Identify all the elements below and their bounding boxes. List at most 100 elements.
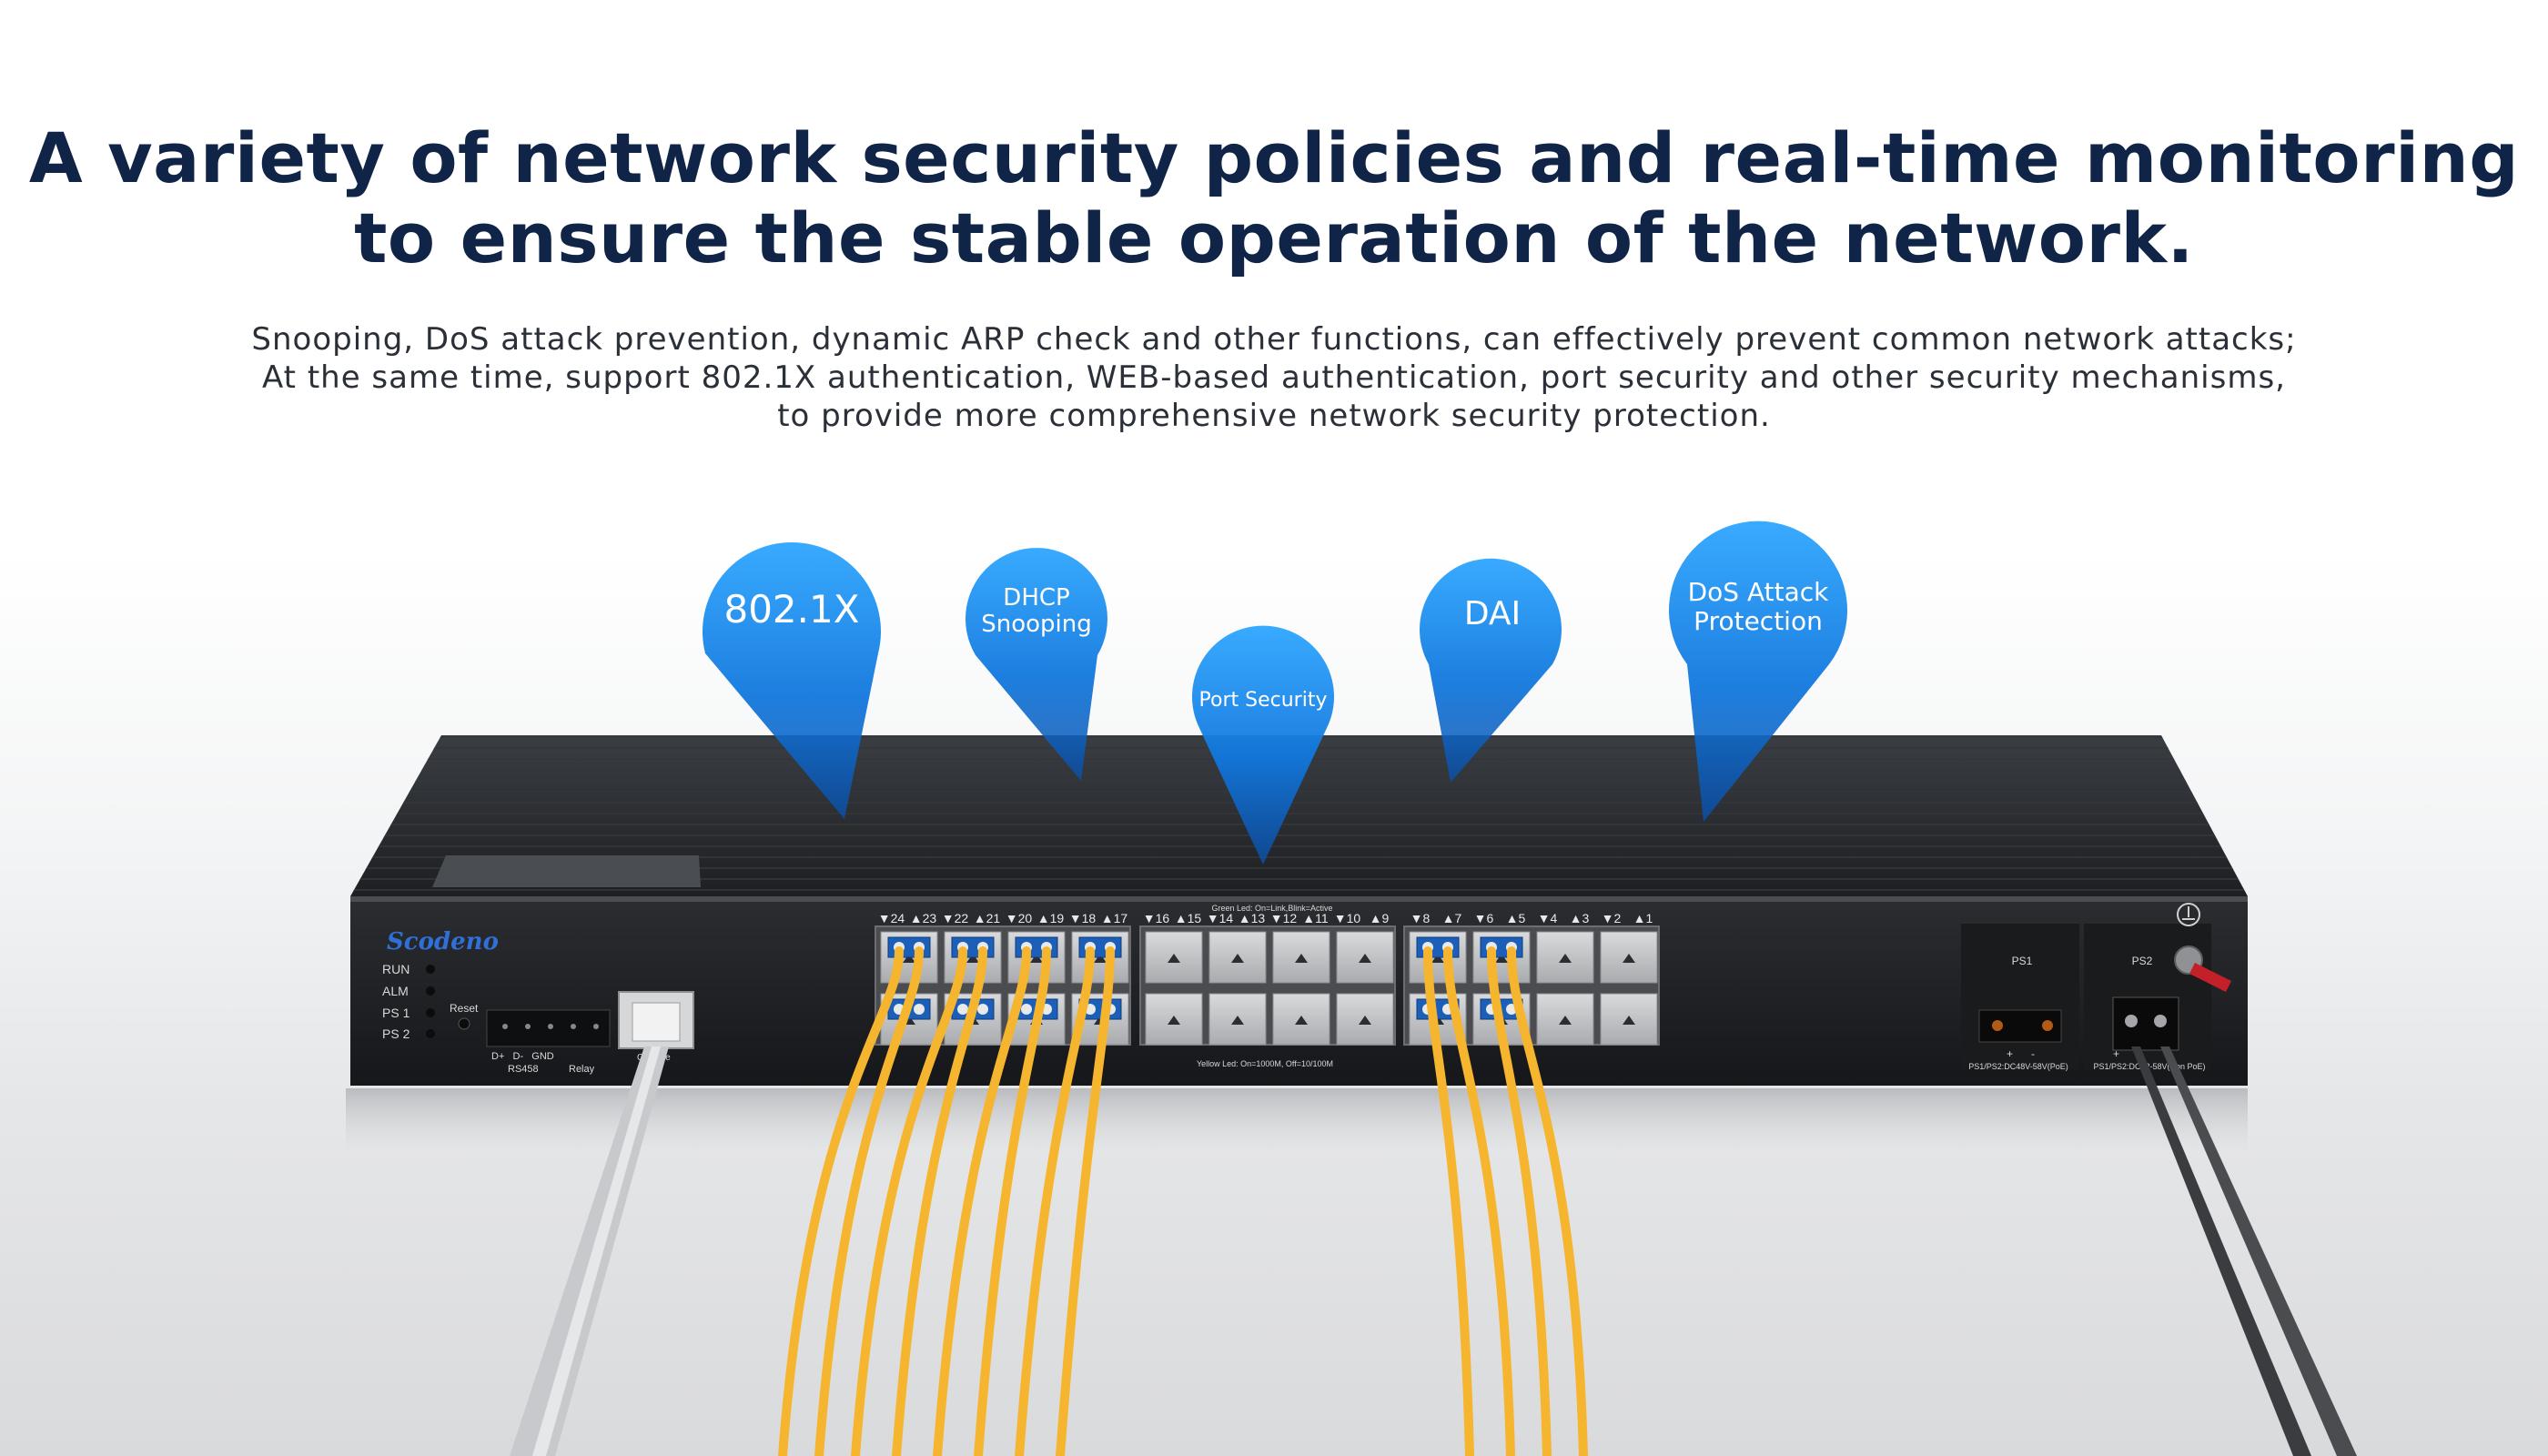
headline: A variety of network security policies a…	[0, 118, 2548, 278]
sfp-port-triangle	[1295, 1016, 1308, 1025]
port-number-label: ▲15	[1175, 911, 1202, 925]
ps1-screw-right	[2042, 1020, 2053, 1031]
fiber-cable	[933, 946, 1031, 1456]
ps1-spec: PS1/PS2:DC48V-58V(PoE)	[1968, 1062, 2068, 1071]
sfp-port-triangle	[1168, 954, 1180, 963]
led-label-alm: ALM	[382, 984, 409, 998]
port-number-label: ▼16	[1143, 911, 1170, 925]
led-run	[426, 965, 435, 974]
lc-ferrule	[957, 1004, 968, 1015]
sfp-port-triangle	[1495, 954, 1508, 963]
relay-label: Relay	[569, 1064, 595, 1075]
yellow-led-note: Yellow Led: On=1000M, Off=10/100M	[1197, 1059, 1333, 1068]
port-number-label: ▼2	[1602, 911, 1622, 925]
port-number-label: ▲1	[1633, 911, 1653, 925]
port-number-label: ▲5	[1506, 911, 1526, 925]
terminal-screw-3	[548, 1024, 553, 1029]
fiber-cable	[851, 946, 967, 1456]
pin-dhcp-label-2: Snooping	[981, 611, 1092, 638]
ps1-minus: -	[2031, 1047, 2035, 1060]
ps2-screw-left	[2125, 1015, 2138, 1027]
fiber-cable	[892, 946, 987, 1456]
console-cable-highlight	[532, 1046, 661, 1456]
fiber-cable	[1056, 946, 1115, 1456]
port-number-label: ▼8	[1410, 911, 1431, 925]
ps2-connector[interactable]	[2112, 996, 2179, 1051]
port-number-label: ▼10	[1334, 911, 1361, 925]
lc-ferrule	[977, 1004, 988, 1015]
pin-dhcp-shape	[966, 548, 1107, 781]
headline-line-1: A variety of network security policies a…	[28, 117, 2520, 198]
pin-dai: DAI	[1420, 558, 1562, 783]
sfp-port-area: ▼24▲23▼22▲21▼20▲19▼18▲17▼16▲15▼14▲13▼12▲…	[875, 911, 1660, 1046]
port-number-label: ▲3	[1570, 911, 1590, 925]
sfp-port-triangle	[1359, 1016, 1371, 1025]
port-number-label: ▼6	[1474, 911, 1494, 925]
ps2-spec: PS1/PS2:DC12-58V(Non PoE)	[2093, 1062, 2205, 1071]
console-jack	[632, 1002, 681, 1042]
sfp-port-triangle	[1359, 954, 1371, 963]
headline-line-2: to ensure the stable operation of the ne…	[354, 197, 2194, 278]
led-ps1	[426, 1008, 435, 1017]
port-number-label: ▼20	[1006, 911, 1033, 925]
port-number-label: ▲19	[1037, 911, 1065, 925]
sfp-port-triangle	[1231, 1016, 1244, 1025]
ground-icon	[2177, 903, 2200, 926]
fiber-cable	[1487, 946, 1552, 1456]
description-line-1: Snooping, DoS attack prevention, dynamic…	[251, 321, 2297, 358]
chassis-top-window	[432, 855, 701, 887]
terminal-screw-1	[502, 1024, 508, 1029]
terminal-screw-2	[525, 1024, 531, 1029]
power-cable-1	[2131, 1046, 2311, 1456]
ps1-screw-left	[1992, 1020, 2003, 1031]
rs458-label: RS458	[508, 1064, 539, 1075]
fiber-cable	[1507, 946, 1588, 1456]
led-alm	[426, 986, 435, 996]
ground-lug-red	[2189, 963, 2231, 992]
fiber-cable	[814, 946, 924, 1456]
sfp-port-triangle	[1623, 1016, 1635, 1025]
port-number-label: ▲13	[1239, 911, 1266, 925]
sfp-port-triangle	[1295, 954, 1308, 963]
pin-dhcp-snooping: DHCP Snooping	[966, 548, 1107, 781]
pin-port-security-shape	[1191, 625, 1334, 864]
terminal-block	[486, 1009, 611, 1047]
port-number-label: ▲11	[1302, 911, 1329, 925]
pin-dot1x-label: 802.1X	[723, 587, 859, 632]
sfp-port-triangle	[1559, 1016, 1572, 1025]
pin-dot1x-shape	[703, 541, 881, 819]
led-label-run: RUN	[382, 962, 410, 976]
port-number-label: ▼24	[878, 911, 905, 925]
ps1-label: PS1	[2012, 955, 2033, 967]
chassis-front-edge	[350, 896, 2248, 902]
pin-dos-label-2: Protection	[1694, 606, 1823, 636]
pin-dos-shape	[1669, 521, 1847, 822]
terminal-screw-5	[593, 1024, 599, 1029]
pin-dai-label: DAI	[1464, 595, 1521, 632]
lc-ferrule	[914, 1004, 925, 1015]
led-label-ps1: PS 1	[382, 1006, 410, 1020]
fiber-cables	[778, 946, 1588, 1456]
sfp-port-triangle	[1623, 954, 1635, 963]
ps2-plus: +	[2113, 1047, 2119, 1060]
pin-dhcp-label-1: DHCP	[1003, 584, 1069, 612]
port-number-label: ▼4	[1538, 911, 1558, 925]
port-number-label: ▲17	[1101, 911, 1128, 925]
terminal-screw-4	[571, 1024, 576, 1029]
ps1-plus: +	[2007, 1047, 2013, 1060]
lc-ferrule	[1021, 1004, 1032, 1015]
brand-logo: Scodeno	[387, 928, 499, 956]
pin-dai-shape	[1420, 558, 1562, 783]
pin-dot1x: 802.1X	[703, 541, 881, 819]
port-number-label: ▲23	[910, 911, 937, 925]
pin-port-security-label: Port Security	[1199, 689, 1328, 712]
port-number-label: ▼14	[1207, 911, 1234, 925]
fiber-cable	[1015, 946, 1095, 1456]
ps2-label: PS2	[2132, 955, 2153, 967]
sfp-port-triangle	[1431, 954, 1444, 963]
ps1-bay	[1961, 924, 2079, 1069]
sfp-port-triangle	[1094, 954, 1107, 963]
reset-button[interactable]	[458, 1017, 470, 1030]
sfp-port[interactable]	[1208, 931, 1267, 984]
